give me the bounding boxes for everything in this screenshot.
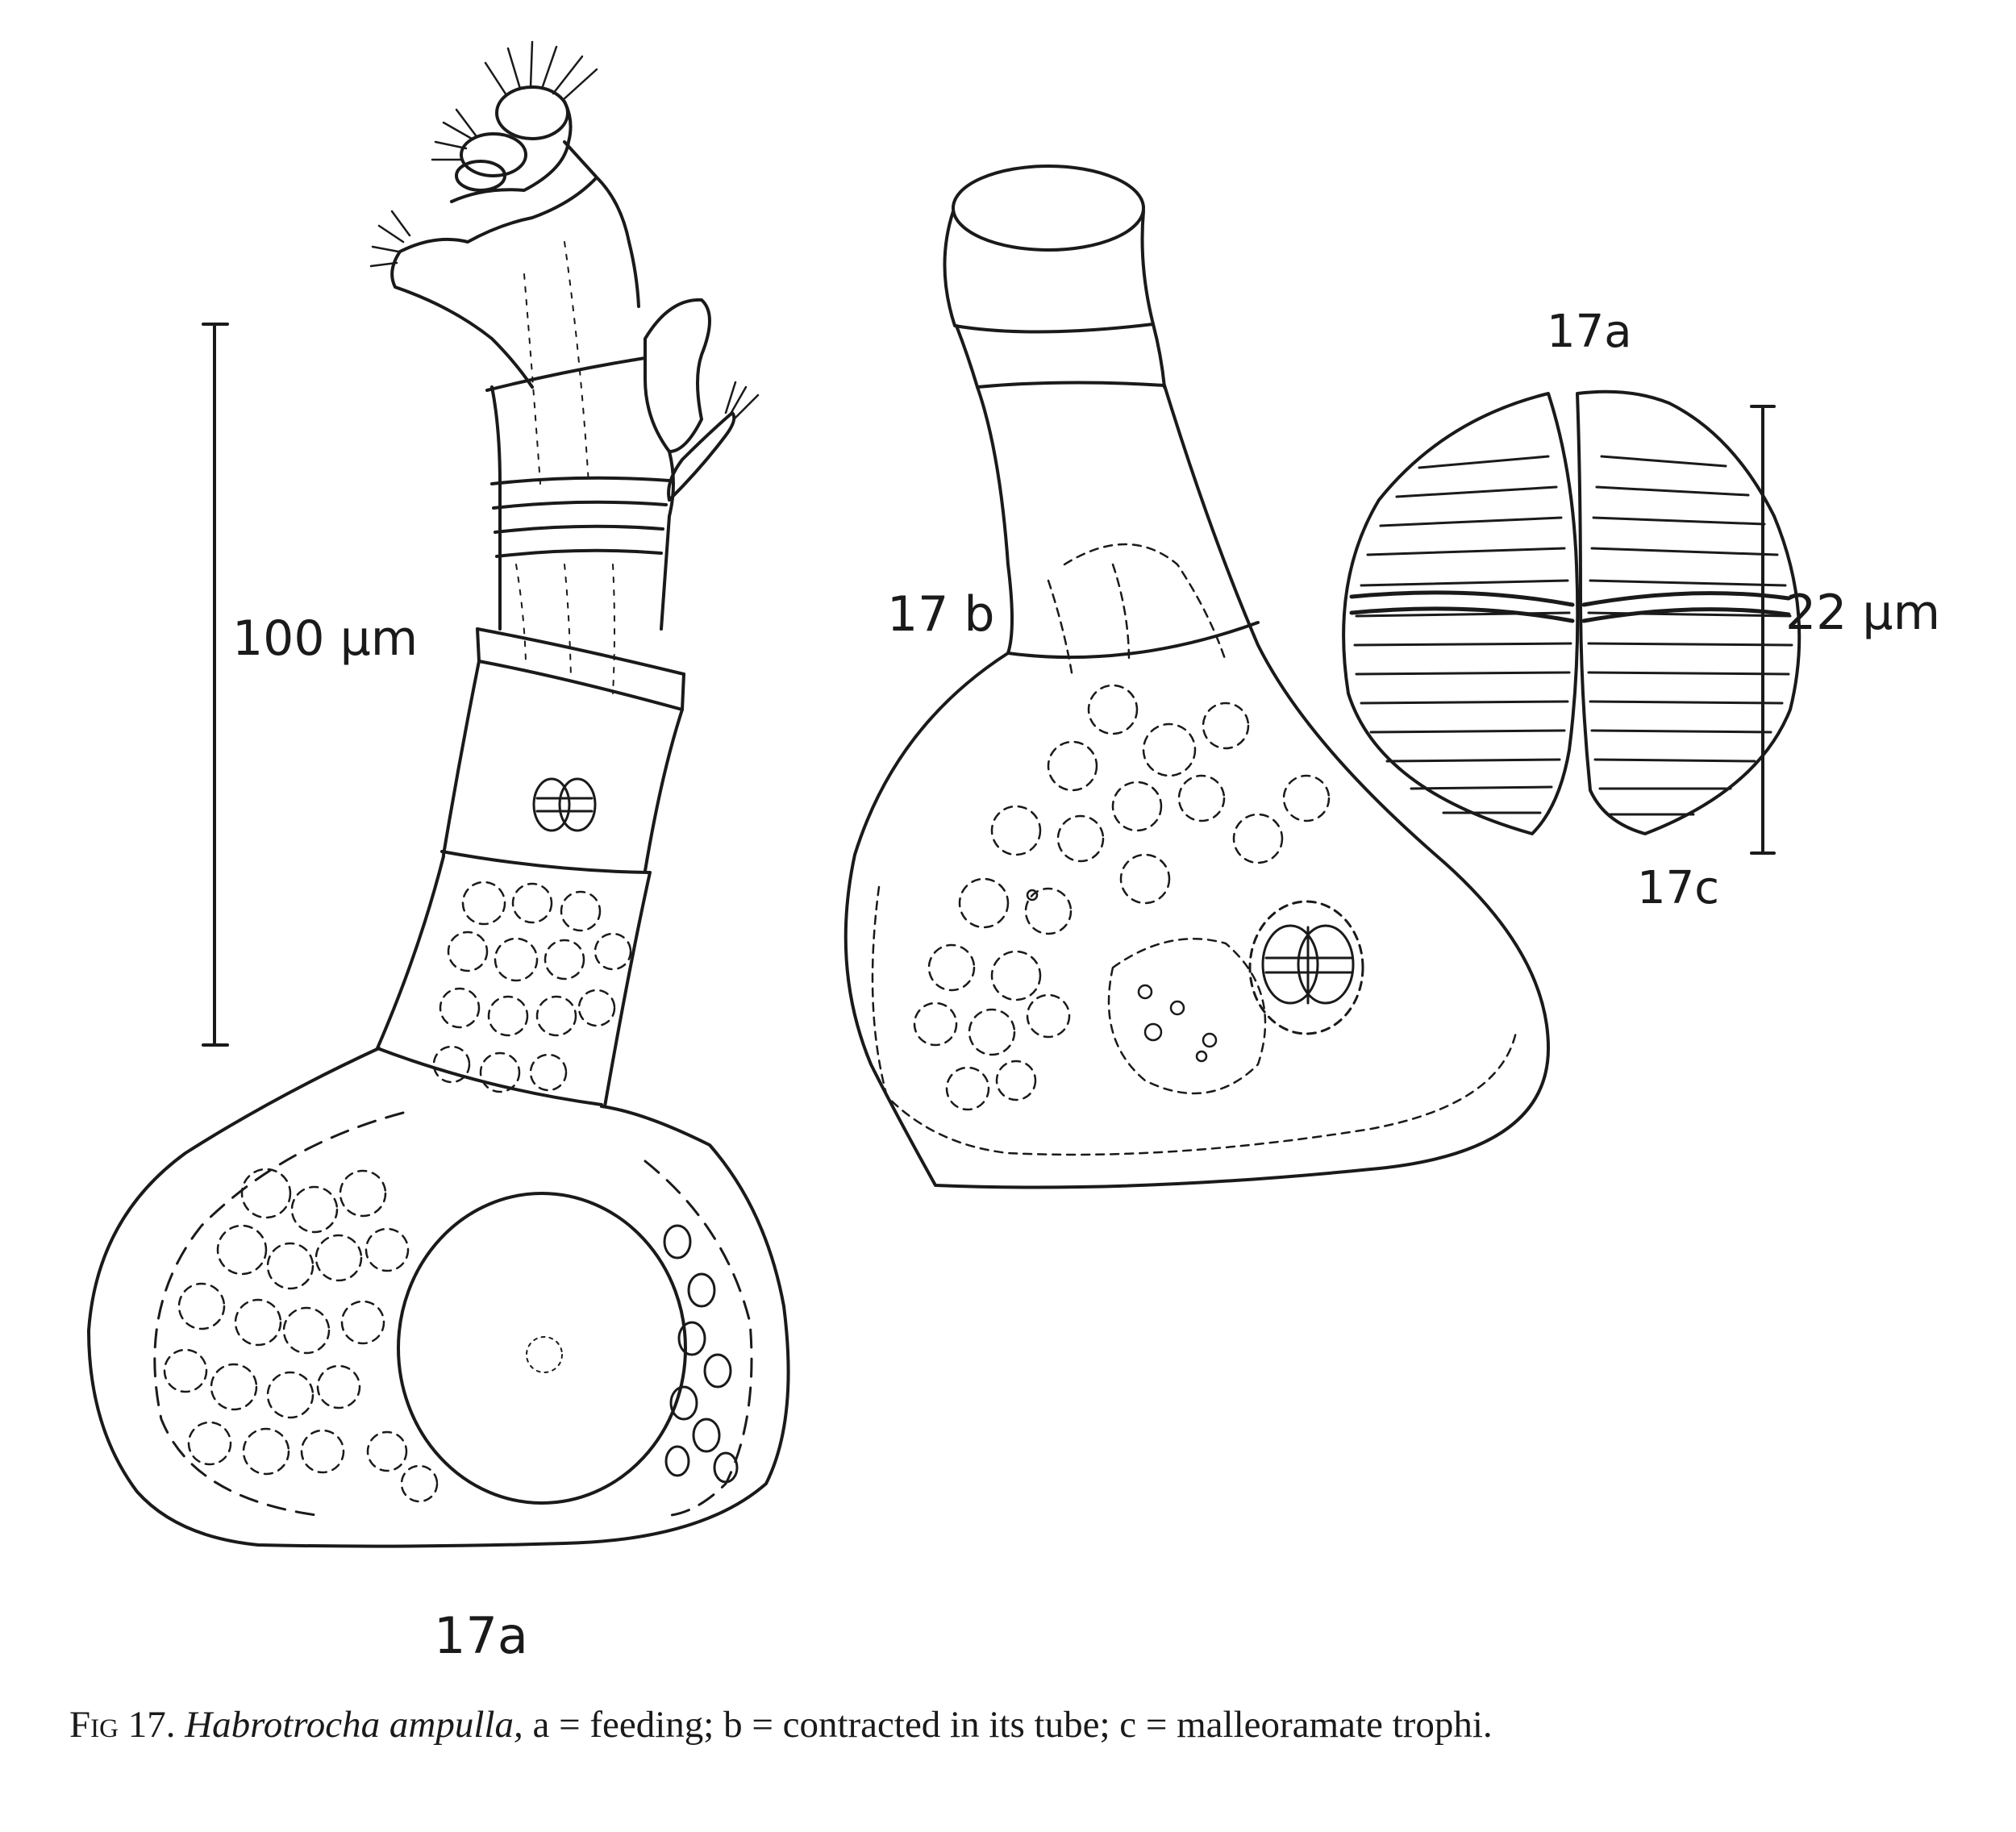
scale-label-100um: 100 μm — [232, 610, 418, 667]
trophi-left-ramus — [1342, 392, 1580, 835]
scale-label-22um: 22 μm — [1785, 585, 1940, 641]
scale-bar-100um — [202, 323, 229, 1047]
gut-outline — [153, 1111, 753, 1518]
label-17a-top: 17a — [1547, 306, 1632, 358]
figure-17a-feeding — [87, 40, 790, 1548]
corona — [369, 40, 598, 268]
lower-trunk — [376, 855, 652, 1108]
head-outline — [390, 140, 640, 389]
17b-granules — [1026, 889, 1218, 1063]
germovitellarium — [397, 1192, 687, 1505]
tube-body — [843, 384, 1550, 1189]
figure-caption: Fig 17. Habrotrocha ampulla, a = feeding… — [69, 1703, 1948, 1747]
trophi-17a — [532, 777, 597, 832]
figure-17b-contracted — [843, 164, 1550, 1189]
gut-granules — [163, 881, 632, 1503]
17b-contents — [871, 543, 1518, 1156]
label-17a-bottom: 17a — [434, 1606, 528, 1665]
neck-outline — [490, 385, 675, 631]
caption-species: Habrotrocha ampulla, — [185, 1704, 523, 1746]
trophi-right-ramus — [1576, 389, 1801, 835]
figure-17c-trophi — [1342, 389, 1801, 835]
trophi-17b — [1248, 900, 1364, 1035]
neck-rings — [490, 476, 671, 558]
foot-bulb-outline — [87, 1047, 790, 1548]
dorsal-antenna — [667, 381, 760, 502]
yolk-vesicles — [663, 1224, 739, 1484]
collar-lobe — [644, 298, 711, 453]
label-17c: 17c — [1637, 862, 1719, 914]
trunk-segment — [440, 627, 685, 874]
trophi-uncus-teeth — [1349, 590, 1791, 623]
tube-mouth — [952, 164, 1145, 252]
scale-bar-22um — [1750, 405, 1776, 855]
neck-stipple — [515, 241, 615, 694]
tube-collar — [943, 210, 1155, 334]
label-17b: 17 b — [887, 586, 995, 643]
trophi-striations — [1353, 455, 1793, 816]
caption-figure-number: Fig 17. — [69, 1704, 176, 1746]
caption-legend: a = feeding; b = contracted in its tube;… — [532, 1704, 1493, 1746]
